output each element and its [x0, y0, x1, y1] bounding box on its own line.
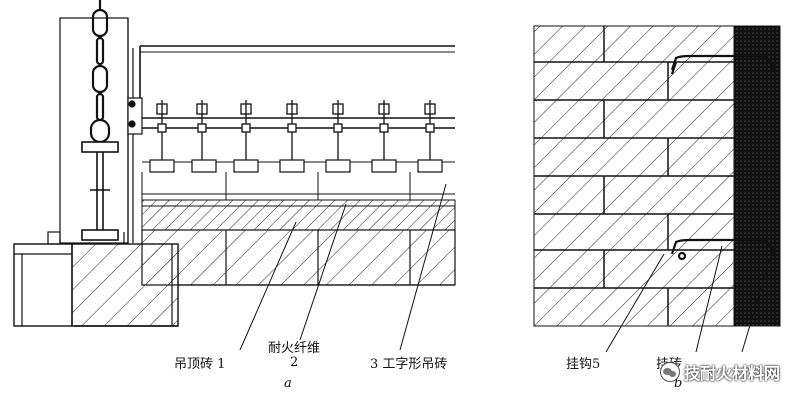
refractory-fiber-layer — [141, 199, 456, 231]
wall-skewback-brick — [71, 243, 179, 327]
watermark: 技耐火材料网 — [659, 360, 780, 384]
steel-frame — [733, 25, 781, 327]
steel-column — [59, 17, 129, 244]
label-refractory-fiber-number: 2 — [290, 355, 299, 370]
i-beam-hanger — [81, 141, 119, 241]
brick-courses — [534, 26, 734, 326]
label-refractory-fiber: 耐火纤维 — [268, 341, 321, 356]
label-i-hanging-brick: 3 工字形吊砖 — [370, 357, 448, 372]
watermark-text: 技耐火材料网 — [683, 364, 780, 383]
caption-a: a — [284, 376, 292, 391]
hook-upper — [670, 54, 776, 75]
figure-a — [13, 0, 456, 351]
label-hook: 挂钩5 — [566, 357, 601, 372]
hanging-chain — [89, 0, 111, 144]
label-roof-brick: 吊顶砖 1 — [174, 357, 226, 372]
figure-b — [533, 25, 781, 353]
hook-lower — [670, 238, 776, 261]
channel-steel — [13, 243, 73, 327]
wechat-icon — [659, 362, 680, 382]
caption-b: b — [674, 376, 683, 391]
roof-bricks — [141, 229, 456, 286]
hanger-plates — [149, 159, 443, 173]
